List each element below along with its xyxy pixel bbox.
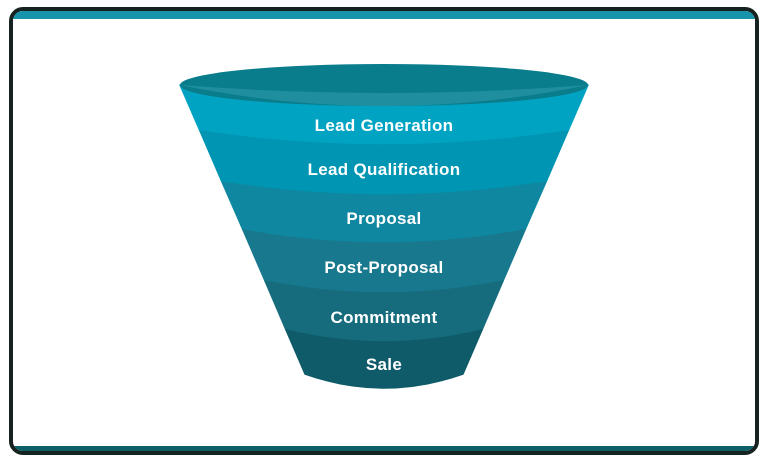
card-bottom-accent-bar (13, 446, 755, 451)
card-top-accent-bar (13, 11, 755, 19)
card (9, 7, 759, 455)
card-body (13, 19, 755, 446)
